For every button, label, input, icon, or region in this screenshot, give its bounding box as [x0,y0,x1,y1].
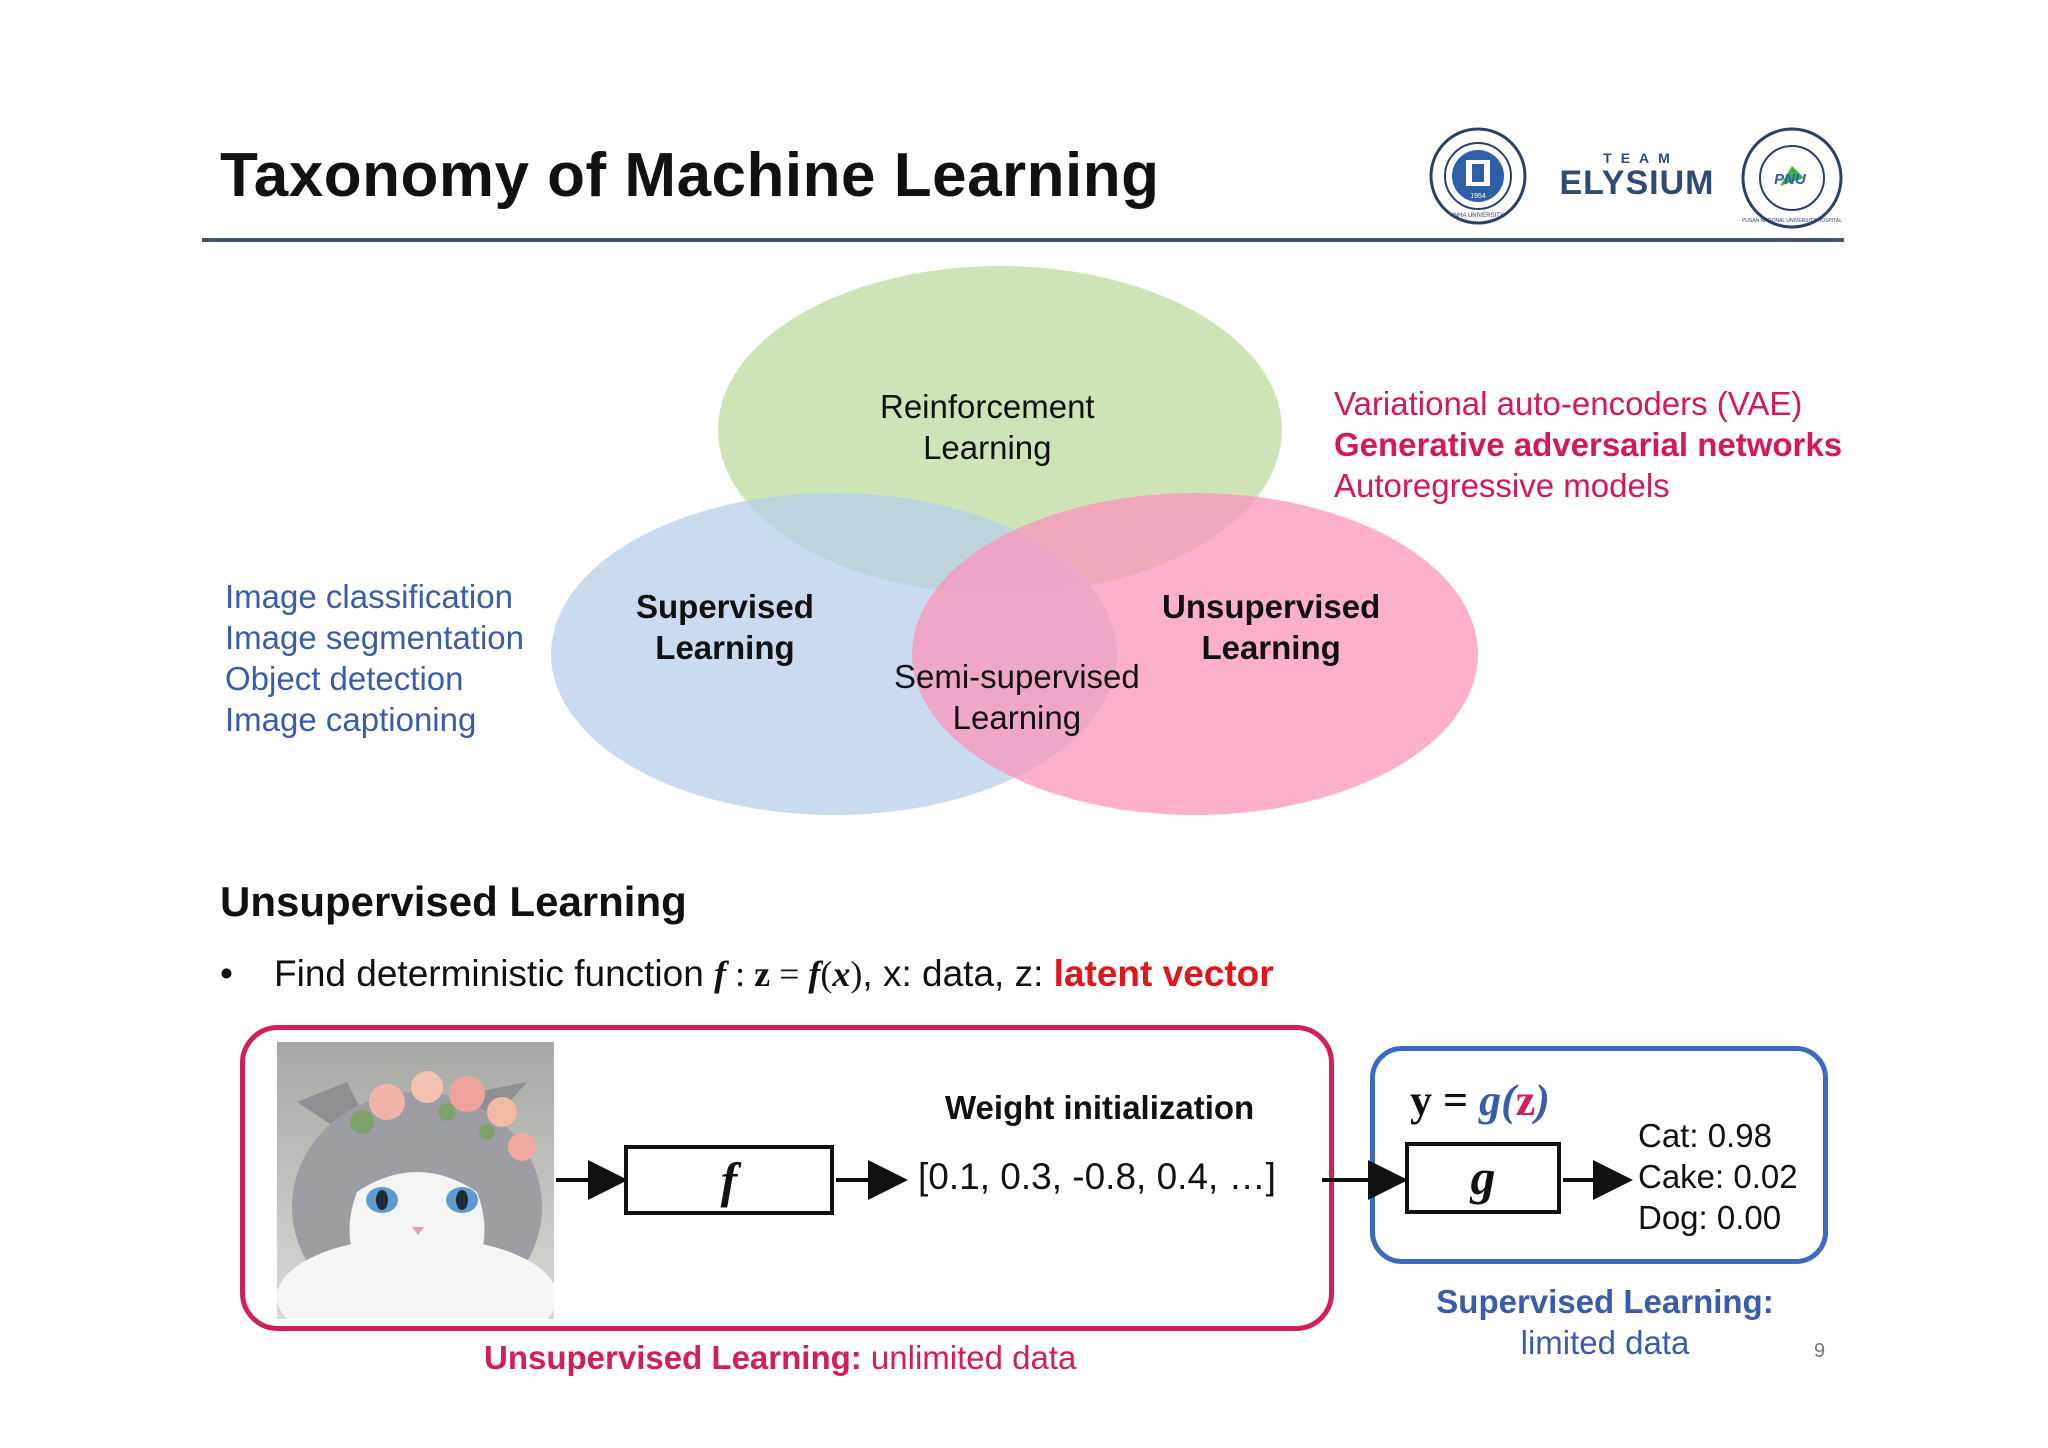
unsupervised-circle [912,493,1478,815]
inha-university-logo: 1954 INHA UNIVERSITY [1428,126,1528,231]
bullet-point: •Find deterministic function f : z = f(x… [220,953,1274,994]
unsupervised-label: Unsupervised Learning [1162,588,1381,666]
team-elysium-logo: TEAM ELYSIUM [1559,150,1715,202]
list-item: Object detection [225,660,464,697]
list-item: Cat: 0.98 [1638,1117,1772,1154]
svg-text:PNU: PNU [1774,171,1807,188]
bullet-marker: • [220,953,233,994]
list-item: Cake: 0.02 [1638,1158,1798,1195]
pnu-hospital-logo: PNU PUSAN NATIONAL UNIVERSITY HOSPITAL [1740,126,1844,235]
list-item: Dog: 0.00 [1638,1199,1782,1236]
prediction-scores: Cat: 0.98 Cake: 0.02 Dog: 0.00 [1638,1115,1798,1238]
latent-vector-highlight: latent vector [1053,953,1274,994]
list-item: Generative adversarial networks [1334,426,1843,463]
cat-with-flower-crown-image [277,1042,554,1319]
supervised-task-list: Image classification Image segmentation … [225,576,524,740]
function-g-box: g [1405,1142,1561,1214]
list-item: Autoregressive models [1334,467,1670,504]
latent-vector-values: [0.1, 0.3, -0.8, 0.4, …] [918,1156,1276,1197]
generative-model-list: Variational auto-encoders (VAE) Generati… [1334,383,1842,506]
weight-initialization-label: Weight initialization [945,1089,1255,1126]
list-item: Variational auto-encoders (VAE) [1334,385,1803,422]
function-f-box: f [624,1145,834,1215]
list-item: Image classification [225,578,513,615]
svg-text:1954: 1954 [1470,193,1486,200]
section-heading: Unsupervised Learning [220,878,687,925]
y-equals-g-z-equation: y = g(z) [1410,1076,1550,1125]
supervised-caption: Supervised Learning: limited data [1436,1283,1774,1361]
slide-title: Taxonomy of Machine Learning [220,141,1160,210]
unsupervised-caption: Unsupervised Learning: unlimited data [484,1339,1077,1376]
svg-text:INHA UNIVERSITY: INHA UNIVERSITY [1452,213,1504,219]
list-item: Image segmentation [225,619,525,656]
supervised-label: Supervised Learning [636,588,814,666]
semi-supervised-label: Semi-supervised Learning [894,658,1140,736]
venn-diagram [540,262,1520,837]
title-divider [202,238,1844,242]
svg-text:PUSAN NATIONAL UNIVERSITY HOSP: PUSAN NATIONAL UNIVERSITY HOSPITAL [1742,218,1842,224]
page-number: 9 [1814,1340,1826,1362]
reinforcement-label: Reinforcement Learning [880,388,1095,466]
list-item: Image captioning [225,701,477,738]
supervised-container [1370,1046,1828,1264]
